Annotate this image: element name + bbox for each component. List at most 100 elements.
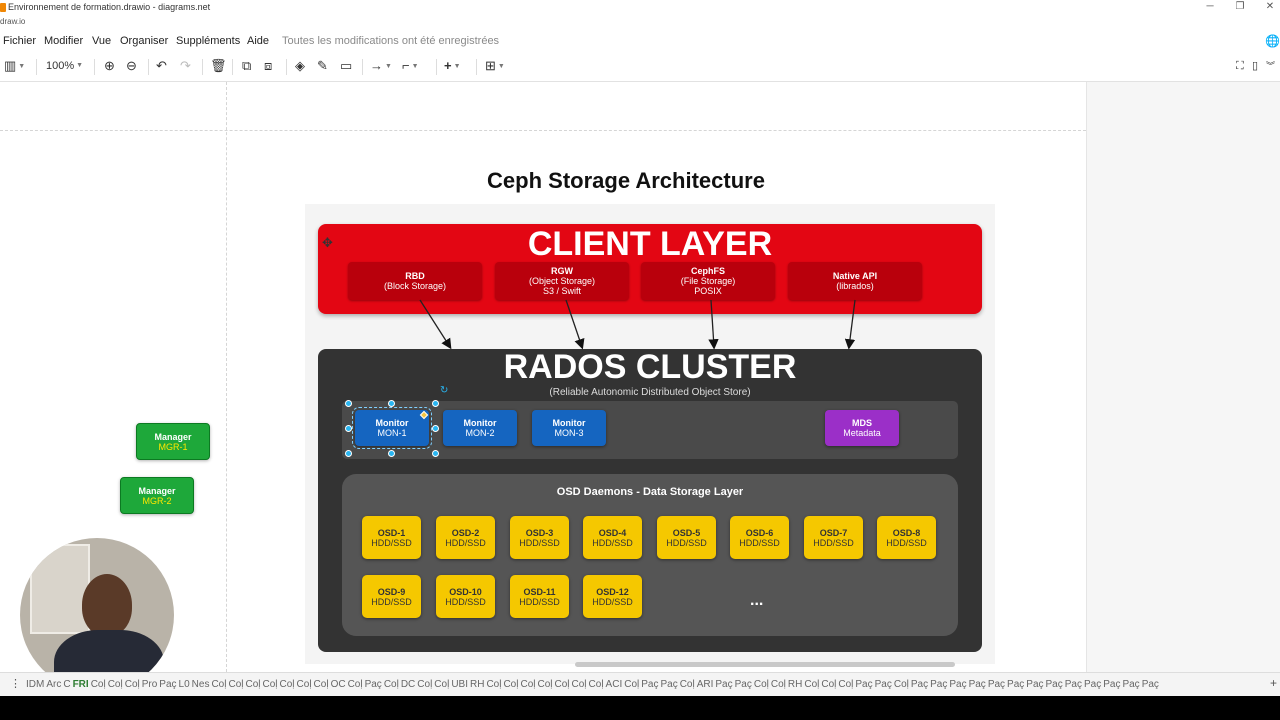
page-tab[interactable]: Paç xyxy=(1064,679,1082,690)
menu-aide[interactable]: Aide xyxy=(247,35,270,47)
page-tab[interactable]: Paç xyxy=(968,679,986,690)
client-native-api-box[interactable]: Native API (librados) xyxy=(788,262,922,300)
page-tab[interactable]: RH xyxy=(787,679,803,690)
page-tab[interactable]: Coḷ xyxy=(279,679,295,690)
page-tab[interactable]: Coḷ xyxy=(503,679,519,690)
menu-modifier[interactable]: Modifier xyxy=(44,35,84,47)
page-tab[interactable]: UBI xyxy=(451,679,468,690)
page-tab[interactable]: Paç xyxy=(159,679,177,690)
page-tab[interactable]: Coḷ xyxy=(588,679,604,690)
page-tab[interactable]: DC xyxy=(400,679,416,690)
format-panel-icon[interactable]: ▯ xyxy=(1252,60,1259,72)
page-tab[interactable]: Nes xyxy=(191,679,210,690)
monitor-mon-1[interactable]: Monitor MON-1 xyxy=(352,407,432,449)
page-tab[interactable]: Paç xyxy=(987,679,1006,690)
page-tab[interactable]: Paç xyxy=(1045,679,1063,690)
menu-organiser[interactable]: Organiser xyxy=(120,35,169,47)
page-tab[interactable]: Paç xyxy=(660,679,678,690)
add-page-icon[interactable]: + xyxy=(1270,676,1278,690)
resize-handle-sw[interactable] xyxy=(345,450,352,457)
page-tab[interactable]: Paç xyxy=(855,679,873,690)
manager-mgr-1[interactable]: Manager MGR-1 xyxy=(136,423,210,460)
resize-handle-e[interactable] xyxy=(432,425,439,432)
page-tab[interactable]: Coḷ xyxy=(537,679,553,690)
zoom-level-dropdown[interactable]: 100%▼ xyxy=(46,60,84,72)
table-icon[interactable]: ⊞▼ xyxy=(485,58,505,73)
client-cephfs-box[interactable]: CephFS (File Storage) POSIX xyxy=(641,262,775,300)
page-tab[interactable]: FRI xyxy=(72,679,89,690)
to-front-icon[interactable]: ⧉ xyxy=(242,58,252,73)
page-tab[interactable]: Paç xyxy=(910,679,929,690)
connection-style-icon[interactable]: →▼ xyxy=(370,58,392,73)
page-tab[interactable]: Paç xyxy=(949,679,967,690)
page-tab[interactable]: Coḷ xyxy=(90,679,106,690)
client-rgw-box[interactable]: RGW (Object Storage) S3 / Swift xyxy=(495,262,629,300)
page-tab[interactable]: C xyxy=(63,679,71,690)
page-tab[interactable]: IDM xyxy=(26,679,45,690)
page-tab[interactable]: Coḷ xyxy=(624,679,640,690)
client-layer-container[interactable]: CLIENT LAYER RBD (Block Storage) RGW (Ob… xyxy=(318,224,982,314)
page-tab[interactable]: Coḷ xyxy=(753,679,769,690)
page-tab[interactable]: Paç xyxy=(1026,679,1044,690)
page-tab[interactable]: Coḷ xyxy=(893,679,909,690)
collapse-chevron-icon[interactable]: ︾ xyxy=(1266,61,1276,71)
resize-handle-nw[interactable] xyxy=(345,400,352,407)
rados-cluster-container[interactable]: RADOS CLUSTER (Reliable Autonomic Distri… xyxy=(318,349,982,652)
page-tab[interactable]: Arc xyxy=(46,679,62,690)
page-tab[interactable]: Coḷ xyxy=(262,679,278,690)
insert-icon[interactable]: +▼ xyxy=(444,58,461,73)
page-tab[interactable]: Coḷ xyxy=(679,679,695,690)
close-icon[interactable]: ✕ xyxy=(1265,1,1275,12)
page-tab[interactable]: OC xyxy=(330,679,346,690)
page-tab[interactable]: RH xyxy=(469,679,485,690)
resize-handle-n[interactable] xyxy=(388,400,395,407)
page-tab[interactable]: Paç xyxy=(734,679,752,690)
page-tab[interactable]: Paç xyxy=(1083,679,1102,690)
page-tab[interactable]: Paç xyxy=(364,679,382,690)
page-tab[interactable]: Pro xyxy=(141,679,158,690)
fill-color-icon[interactable]: ◈ xyxy=(295,58,305,73)
page-tab[interactable]: ACI xyxy=(605,679,623,690)
page-tab[interactable]: Coḷ xyxy=(211,679,227,690)
resize-handle-se[interactable] xyxy=(432,450,439,457)
line-color-icon[interactable]: ✎ xyxy=(317,58,328,73)
monitor-panel[interactable]: Monitor MON-1 Monitor MON-2 Monitor MON-… xyxy=(342,385,958,459)
monitor-mon-3[interactable]: Monitor MON-3 xyxy=(532,410,606,446)
page-tab[interactable]: Coḷ xyxy=(770,679,786,690)
minimize-icon[interactable]: ─ xyxy=(1206,1,1214,12)
page-tab[interactable]: Coḷ xyxy=(520,679,536,690)
page-menu-icon[interactable]: ⋮ xyxy=(10,678,21,690)
page-tab[interactable]: Coḷ xyxy=(838,679,854,690)
page-tab[interactable]: L0 xyxy=(178,679,190,690)
manager-mgr-2[interactable]: Manager MGR-2 xyxy=(120,477,194,514)
page-tab[interactable]: Paç xyxy=(1141,679,1159,690)
page-tab[interactable]: Coḷ xyxy=(296,679,312,690)
page-tab[interactable]: Paç xyxy=(641,679,659,690)
page-tab[interactable]: Coḷ xyxy=(228,679,244,690)
redo-icon[interactable]: ↷ xyxy=(180,58,191,73)
waypoints-icon[interactable]: ⌐▼ xyxy=(402,58,419,73)
page-tab[interactable]: Coḷ xyxy=(486,679,502,690)
page-tab[interactable]: Coḷ xyxy=(554,679,570,690)
zoom-in-icon[interactable]: ⊕ xyxy=(104,58,115,73)
page-tab[interactable]: Paç xyxy=(1122,679,1140,690)
to-back-icon[interactable]: ⧈ xyxy=(264,58,273,73)
resize-handle-ne[interactable] xyxy=(432,400,439,407)
page-tab[interactable]: Coḷ xyxy=(804,679,820,690)
rotate-icon[interactable]: ↻ xyxy=(440,385,449,396)
page-tab[interactable]: Coḷ xyxy=(383,679,399,690)
undo-icon[interactable]: ↶ xyxy=(156,58,167,73)
menu-supplements[interactable]: Suppléments xyxy=(176,35,241,47)
language-globe-icon[interactable]: 🌐 xyxy=(1265,34,1280,48)
shadow-icon[interactable]: ▭ xyxy=(340,58,353,73)
